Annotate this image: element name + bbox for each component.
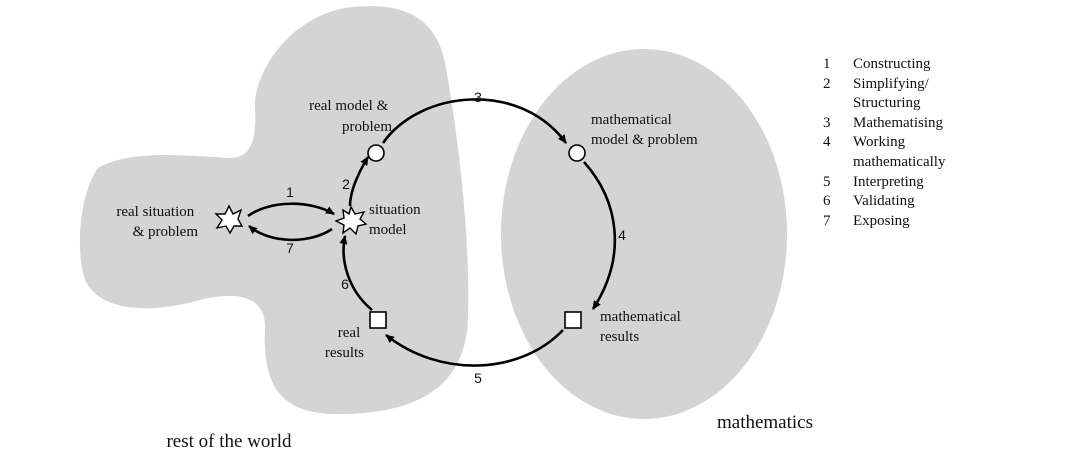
legend-item: 3 Mathematising [823,114,945,134]
real-results-node [369,311,387,329]
edge-label-7: 7 [286,240,294,256]
legend-item-number: 3 [823,114,831,131]
math-results-node [564,311,582,329]
rest-of-world-label: rest of the world [166,431,292,452]
arrow-4-working-mathematically [583,161,617,310]
legend-item-number: 6 [823,193,831,210]
math-results-label: mathematical results [600,309,685,345]
legend-item-label: Interpreting [853,173,924,190]
legend-item-number: 5 [823,173,831,190]
arrow-1-constructing [247,202,335,218]
legend-item: 1 Constructing [823,55,945,75]
legend-item-number: 7 [823,212,831,229]
edge-label-6: 6 [341,276,349,292]
math-model-node [568,144,586,162]
real-situation-label: real situation & problem [116,204,198,240]
legend-item-number: 2 [823,75,831,92]
arrow-3-mathematising [381,98,568,144]
legend: 1 Constructing 2 Simplifying/Structuring… [823,55,945,231]
legend-item: 2 Simplifying/Structuring [823,75,945,114]
legend-item: 5 Interpreting [823,173,945,193]
edge-label-3: 3 [474,89,482,105]
legend-item-label: Validating [853,193,915,210]
edge-label-5: 5 [474,370,482,386]
legend-item: 7 Exposing [823,212,945,232]
arrow-5-interpreting [385,329,564,367]
legend-item-label: Mathematising [853,114,943,131]
edge-label-1: 1 [286,184,294,200]
legend-item-number: 4 [823,134,831,151]
arrow-2-simplifying [348,156,370,207]
legend-item-label: Simplifying/Structuring [853,75,929,112]
real-model-node [367,144,385,162]
real-results-label: real results [325,325,364,361]
situation-model-label: situation model [369,202,424,238]
arrow-6-validating [339,235,373,311]
real-situation-star-icon [214,204,244,235]
mathematics-label: mathematics [717,412,813,433]
math-model-label: mathematical model & problem [591,112,698,148]
legend-item-label: Exposing [853,212,910,229]
legend-item-number: 1 [823,56,831,72]
mathematics-region [501,49,787,419]
arrow-7-exposing [248,224,333,242]
real-model-label: real model & problem [309,98,392,135]
legend-item-label: Constructing [853,56,931,72]
edge-label-4: 4 [618,227,626,243]
edge-label-2: 2 [342,176,350,192]
situation-model-star-icon [334,205,368,236]
legend-item: 6 Validating [823,192,945,212]
